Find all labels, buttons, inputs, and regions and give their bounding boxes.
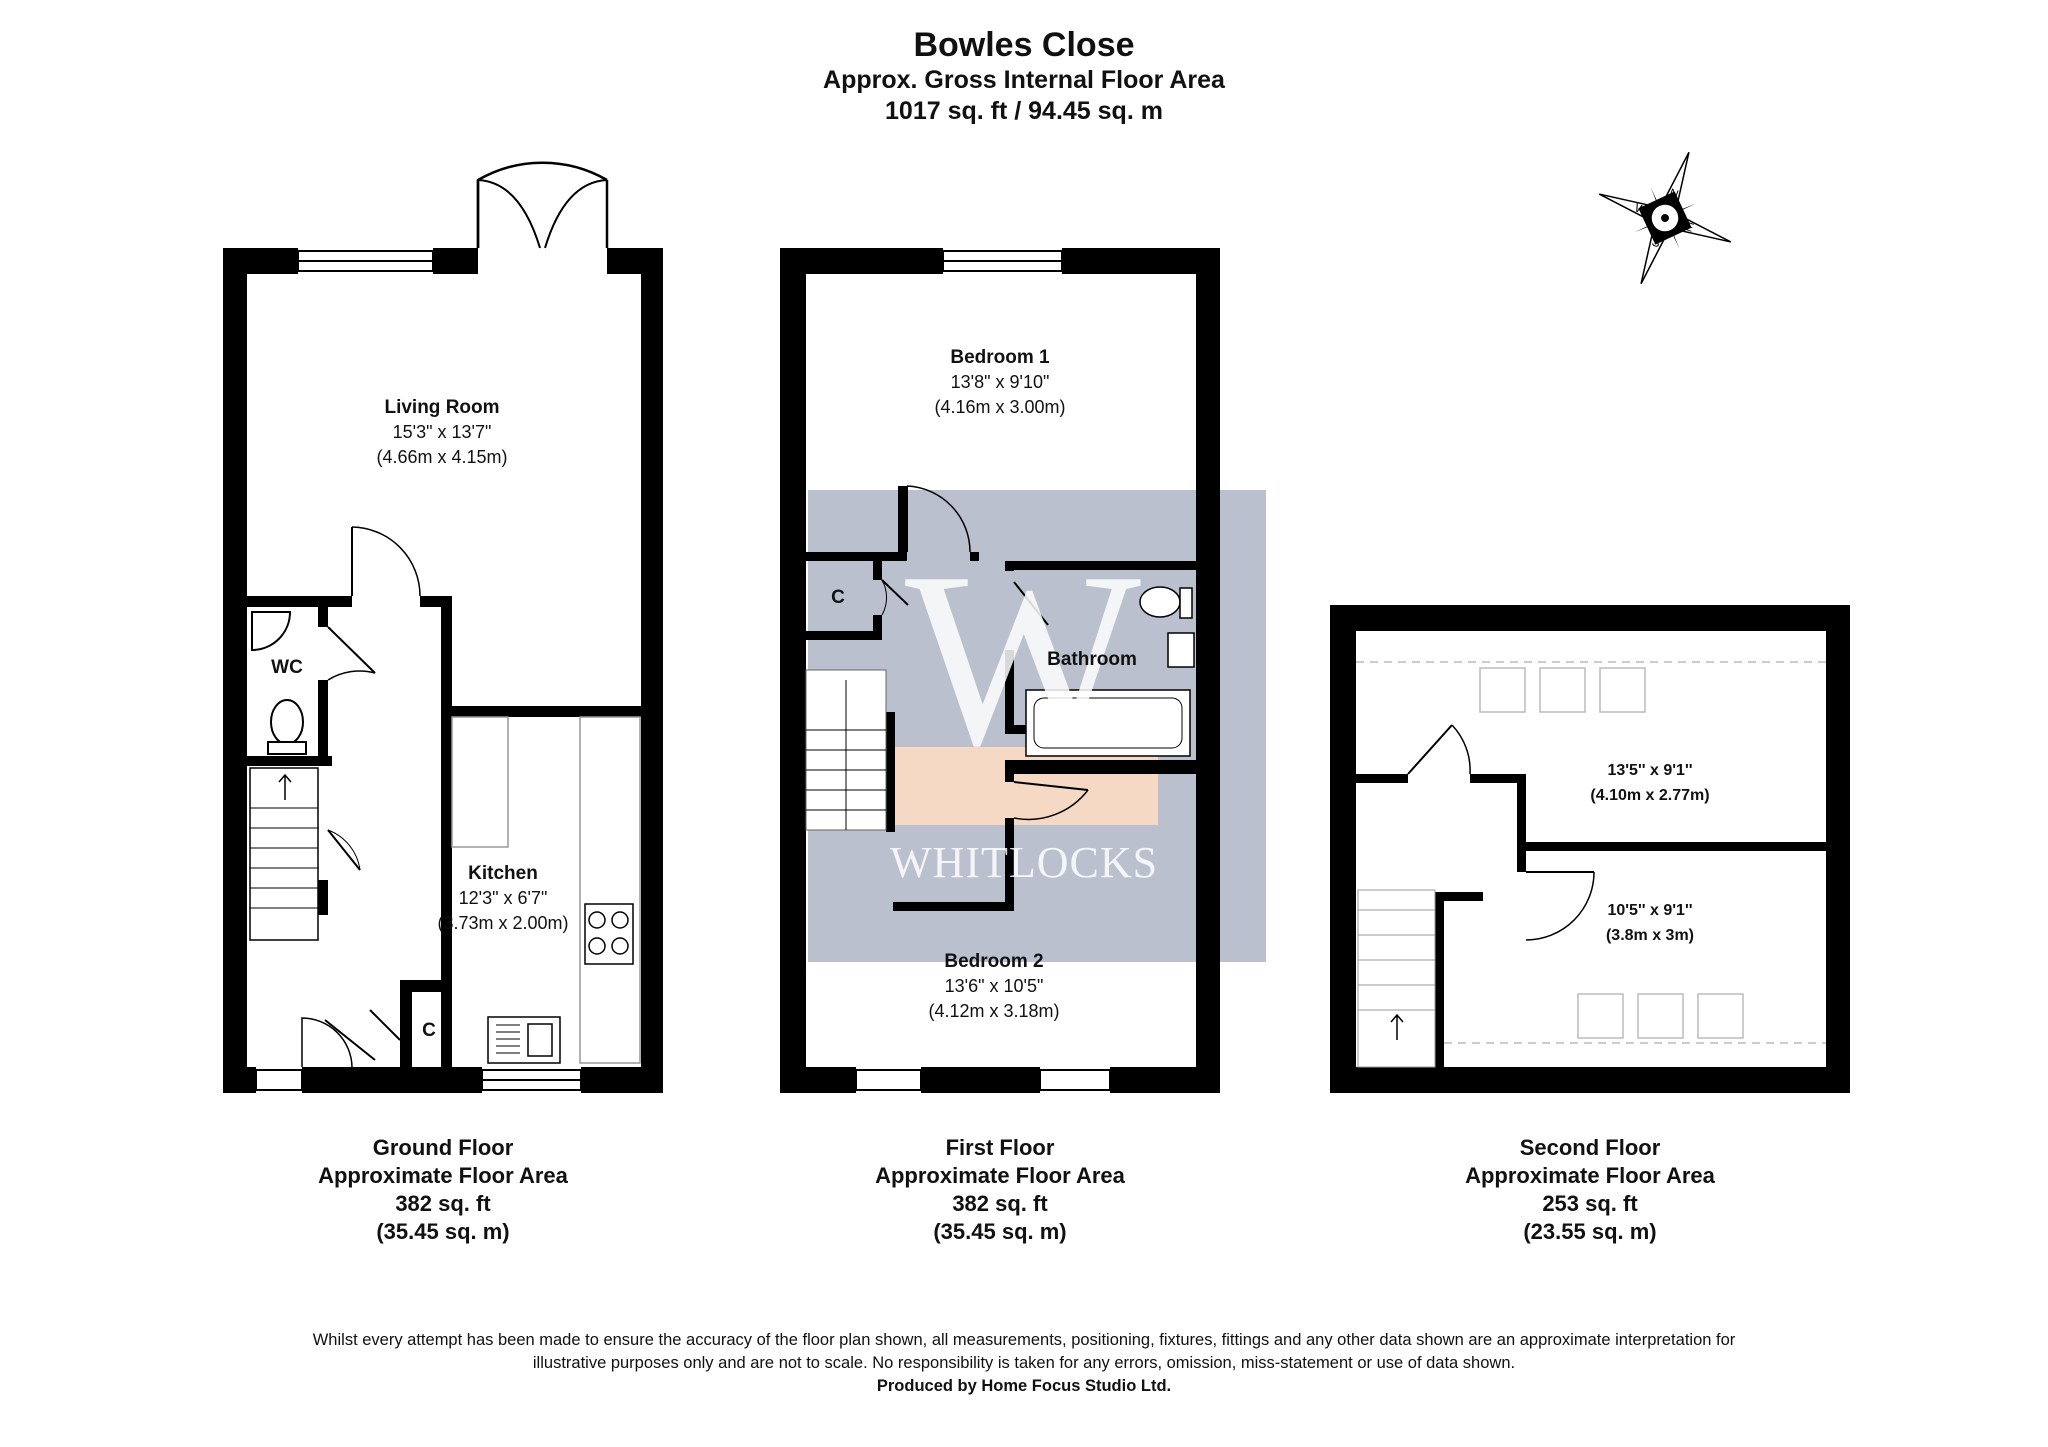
room-name: Bathroom [1047,649,1137,670]
watermark-letter: W [905,521,1141,798]
floor-area-sqft: 253 sq. ft [1542,1191,1638,1216]
loft-room-b-label: 10'5'' x 9'1'' (3.8m x 3m) [1500,898,1800,948]
floor-area-sqm: (35.45 sq. m) [376,1219,510,1244]
compass-w: W [1633,201,1649,218]
bedroom2-label: Bedroom 2 13'6" x 10'5" (4.12m x 3.18m) [814,950,1174,1024]
plan-subtitle: Approx. Gross Internal Floor Area [823,66,1225,94]
room-name: Bedroom 1 [950,347,1050,368]
room-dim-metric: (4.66m x 4.15m) [376,447,508,467]
floor-area-sqm: (35.45 sq. m) [933,1219,1067,1244]
ground-cupboard-label: C [249,1019,609,1043]
room-name: WC [271,657,303,678]
second-floor-plan [1330,605,1850,1093]
room-name: C [422,1020,436,1041]
floor-area-sqm: (23.55 sq. m) [1523,1219,1657,1244]
first-floor-area: First Floor Approximate Floor Area 382 s… [780,1134,1220,1246]
room-dim-imperial: 13'8" x 9'10" [950,372,1050,392]
room-name: Bedroom 2 [944,951,1044,972]
room-dim-metric: (3.8m x 3m) [1605,927,1695,944]
producer-credit: Produced by Home Focus Studio Ltd. [876,1377,1172,1395]
first-floor-plan [780,248,1220,1093]
kitchen-label: Kitchen 12'3" x 6'7" (3.73m x 2.00m) [323,862,683,936]
room-dim-metric: (4.10m x 2.77m) [1590,787,1710,804]
ground-floor-area: Ground Floor Approximate Floor Area 382 … [223,1134,663,1246]
ground-floor-plan [223,161,663,1093]
total-area: 1017 sq. ft / 94.45 sq. m [885,97,1163,125]
room-name: C [831,587,845,608]
bedroom1-label: Bedroom 1 13'8" x 9'10" (4.16m x 3.00m) [820,346,1180,420]
plan-title: Bowles Close [913,26,1135,64]
second-floor-area: Second Floor Approximate Floor Area 253 … [1370,1134,1810,1246]
room-dim-imperial: 13'6" x 10'5" [944,976,1044,996]
room-dim-imperial: 15'3" x 13'7" [392,422,492,442]
loft-room-a-label: 13'5'' x 9'1'' (4.10m x 2.77m) [1500,758,1800,808]
room-name: Kitchen [468,863,538,884]
disclaimer-line-1: Whilst every attempt has been made to en… [312,1331,1736,1349]
wc-label: WC [107,656,467,680]
room-dim-metric: (4.12m x 3.18m) [928,1001,1060,1021]
living-room-label: Living Room 15'3" x 13'7" (4.66m x 4.15m… [262,396,622,470]
floor-name: First Floor [945,1135,1055,1160]
watermark-brand: WHITLOCKS [890,838,1159,887]
first-cupboard-label: C [658,586,1018,610]
floor-name: Second Floor [1519,1135,1661,1160]
disclaimer-line-2: illustrative purposes only and are not t… [532,1354,1516,1372]
room-name: Living Room [384,397,500,418]
floor-name: Ground Floor [372,1135,514,1160]
floor-area-caption: Approximate Floor Area [875,1163,1125,1188]
bathroom-label: Bathroom [912,648,1272,672]
floor-area-caption: Approximate Floor Area [318,1163,568,1188]
room-dim-metric: (3.73m x 2.00m) [437,913,569,933]
room-dim-imperial: 10'5'' x 9'1'' [1607,902,1693,919]
compass-rose: N E S W [1598,151,1732,285]
room-dim-imperial: 12'3" x 6'7" [458,888,548,908]
room-dim-metric: (4.16m x 3.00m) [934,397,1066,417]
floor-area-sqft: 382 sq. ft [395,1191,491,1216]
floor-area-sqft: 382 sq. ft [952,1191,1048,1216]
room-dim-imperial: 13'5'' x 9'1'' [1607,762,1693,779]
floor-area-caption: Approximate Floor Area [1465,1163,1715,1188]
